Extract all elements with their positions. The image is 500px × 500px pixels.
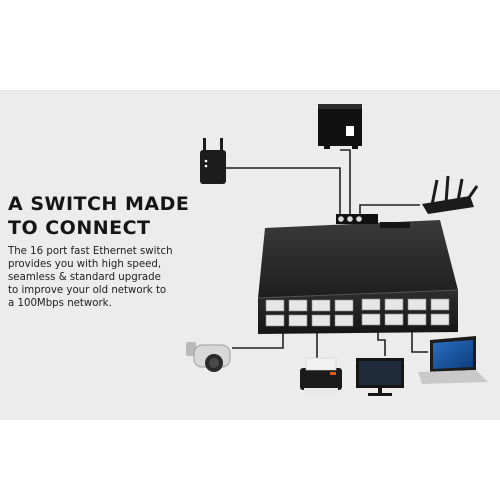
description: The 16 port fast Ethernet switch provide… bbox=[8, 245, 208, 310]
description-line-3: seamless & standard upgrade bbox=[8, 272, 161, 283]
subwoofer-speaker-icon bbox=[318, 104, 362, 149]
monitor-icon bbox=[356, 358, 404, 396]
cable-speaker bbox=[340, 149, 351, 222]
cable-extender bbox=[225, 167, 341, 222]
wifi-router-icon bbox=[422, 175, 479, 214]
network-switch-icon bbox=[257, 214, 459, 334]
headline: A SWITCH MADE TO CONNECT bbox=[8, 192, 189, 240]
printer-icon bbox=[300, 357, 342, 394]
cctv-camera-icon bbox=[186, 342, 231, 372]
description-line-5: a 100Mbps network. bbox=[8, 298, 112, 309]
range-extender-icon bbox=[200, 138, 226, 184]
laptop-icon bbox=[418, 336, 488, 384]
headline-line-2: TO CONNECT bbox=[8, 217, 151, 239]
description-line-2: provides you with high speed, bbox=[8, 259, 162, 270]
headline-line-1: A SWITCH MADE bbox=[8, 193, 190, 215]
description-line-4: to improve your old network to bbox=[8, 285, 167, 296]
description-line-1: The 16 port fast Ethernet switch bbox=[8, 246, 173, 257]
